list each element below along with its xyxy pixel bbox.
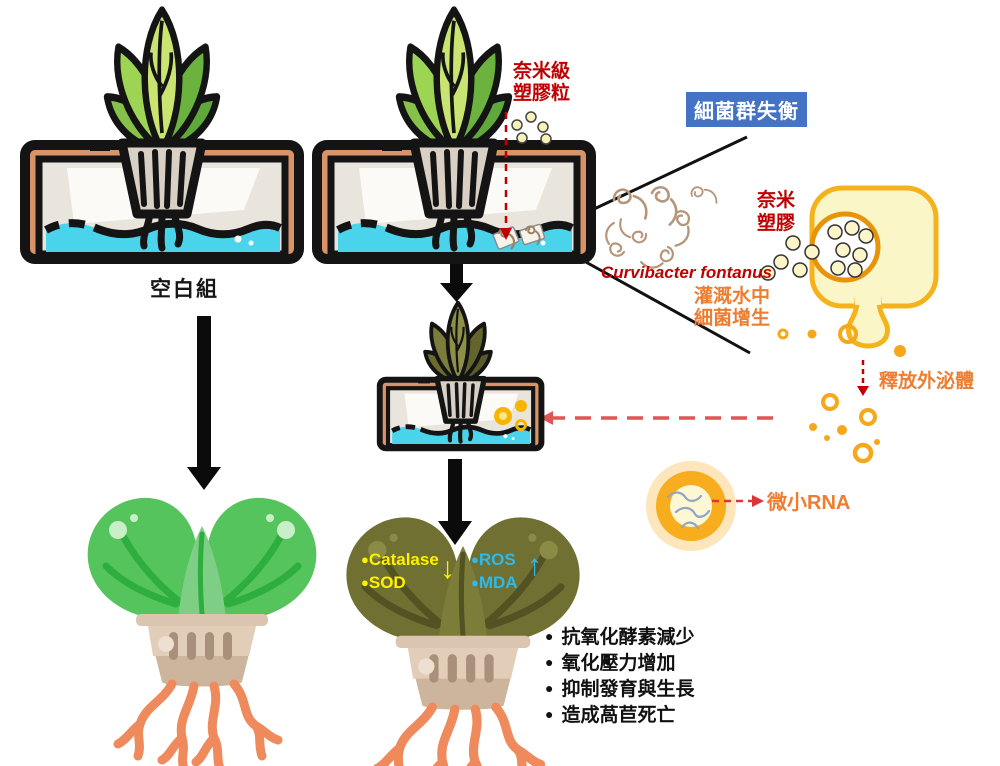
bacteria-cluster-icon: [598, 179, 720, 273]
oxidative-stress-markers: ●ROS ●MDA: [471, 548, 518, 594]
effect-item: ● 抗氧化酵素減少: [545, 624, 694, 650]
effects-list: ● 抗氧化酵素減少 ● 氧化壓力增加 ● 抑制發育與生長 ● 造成萵苣死亡: [545, 624, 694, 728]
effect-item: ● 抑制發育與生長: [545, 676, 694, 702]
catalase-marker: ●Catalase: [361, 548, 439, 571]
exosome-mirna-icon: [646, 461, 736, 551]
bullet-icon: ●: [545, 706, 554, 722]
catalase-label: Catalase: [368, 550, 439, 569]
irrigation-bacteria-label: 灌溉水中 細菌增生: [694, 286, 770, 330]
nano-plastic-particles-line1: 奈米級: [513, 61, 571, 82]
effect-text: 抗氧化酵素減少: [561, 627, 695, 648]
healthy-plant-icon: [88, 498, 317, 766]
lettuce-icon-healthy-left: [99, 10, 224, 160]
flow-arrow-treated-down: [438, 459, 472, 545]
ros-label: ROS: [478, 550, 516, 569]
hydroponic-tank-treated: [317, 143, 591, 259]
budding-exosomes-icon: [777, 324, 906, 357]
mda-label: MDA: [478, 573, 518, 592]
sod-label: SOD: [368, 573, 406, 592]
sod-marker: ●SOD: [361, 571, 439, 594]
flow-arrows: [187, 264, 473, 545]
nano-plastic-line1: 奈米: [757, 190, 796, 211]
engulfed-particles-icon: [760, 220, 874, 281]
bullet-icon: ●: [545, 628, 554, 644]
lettuce-icon-dying-small: [421, 303, 496, 388]
irrigation-line1: 灌溉水中: [694, 286, 771, 307]
bacterium-cell-icon: [760, 185, 939, 357]
mirna-arrow: [712, 495, 764, 507]
effect-text: 造成萵苣死亡: [561, 705, 676, 726]
exosomes-in-tank-icon: [494, 400, 527, 431]
decrease-arrow-icon: ↓: [440, 552, 455, 585]
bullet-icon: ●: [545, 680, 554, 696]
nano-plastic-line2: 塑膠: [757, 213, 796, 234]
lettuce-icon-healthy-right: [391, 10, 516, 160]
bullet-icon: ●: [471, 552, 479, 567]
bullet-icon: ●: [361, 552, 369, 567]
micro-rna-label: 微小RNA: [767, 492, 851, 514]
antioxidant-markers: ●Catalase ●SOD: [361, 548, 439, 594]
mda-marker: ●MDA: [471, 571, 518, 594]
ros-marker: ●ROS: [471, 548, 518, 571]
nano-plastic-particles-line2: 塑膠粒: [513, 83, 571, 104]
flow-arrow-tank-down: [440, 264, 473, 302]
particle-drop-arrow: [500, 112, 512, 240]
exosome-to-tank-dashed-line: [540, 411, 779, 425]
rna-strands-icon: [666, 491, 711, 530]
bacteria-species-label: Curvibacter fontanus: [601, 263, 772, 282]
effect-item: ● 造成萵苣死亡: [545, 702, 694, 728]
hydroponic-tank-small: [380, 379, 542, 449]
nano-plastic-label: 奈米 塑膠: [757, 189, 795, 235]
effect-text: 抑制發育與生長: [561, 679, 695, 700]
nano-plastic-particles-icon: [511, 111, 552, 145]
release-arrow: [857, 360, 869, 396]
released-exosomes-icon: [809, 393, 880, 464]
bullet-icon: ●: [361, 575, 369, 590]
nano-plastic-particles-label: 奈米級 塑膠粒: [513, 61, 570, 105]
effect-text: 氧化壓力增加: [561, 653, 676, 674]
effect-item: ● 氧化壓力增加: [545, 650, 694, 676]
increase-arrow-icon: ↑: [527, 549, 542, 582]
bullet-icon: ●: [545, 654, 554, 670]
release-exosome-label: 釋放外泌體: [879, 371, 975, 392]
bullet-icon: ●: [471, 575, 479, 590]
flow-arrow-control-down: [187, 316, 221, 490]
bacteria-imbalance-badge: 細菌群失衡: [686, 92, 807, 127]
irrigation-line2: 細菌增生: [694, 308, 771, 329]
control-group-label: 空白組: [150, 278, 219, 301]
hydroponic-tank-control: [25, 143, 299, 259]
